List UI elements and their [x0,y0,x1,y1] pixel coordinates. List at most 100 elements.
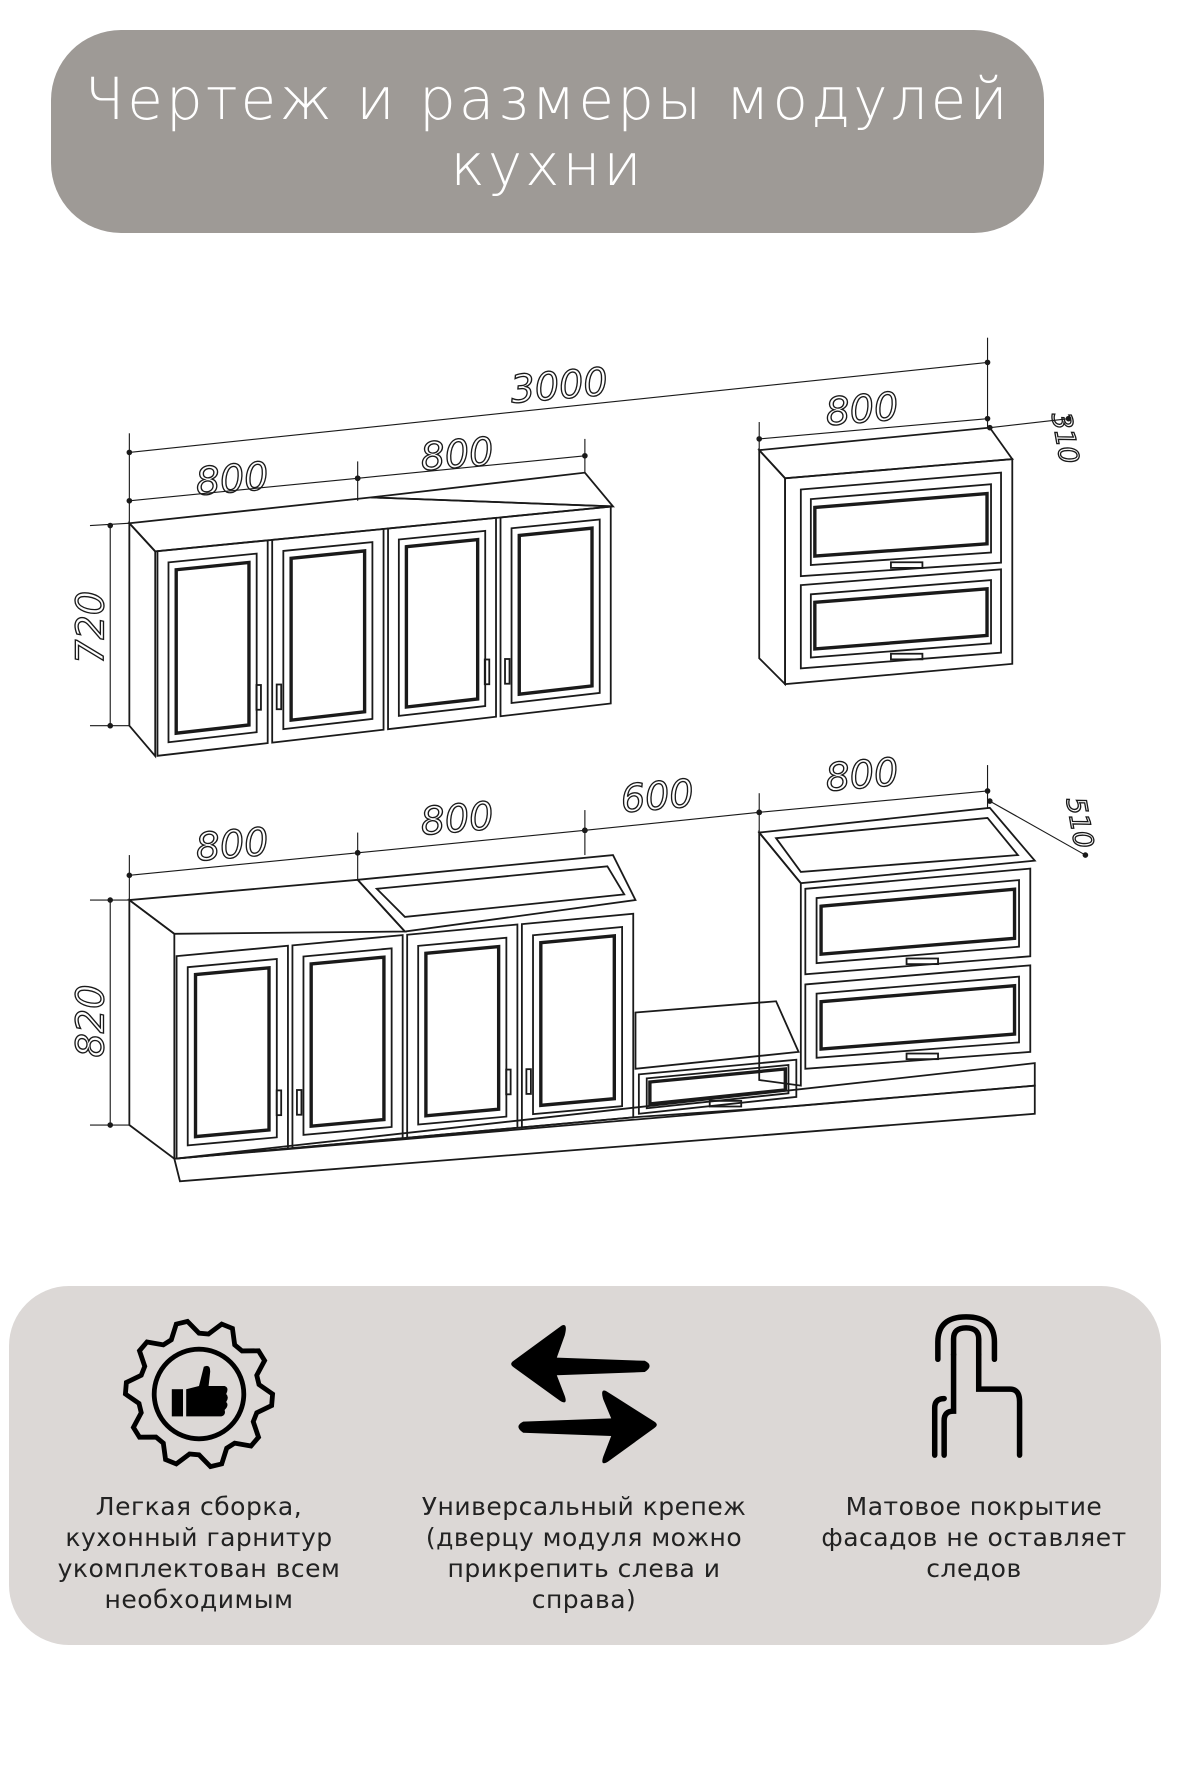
upper-door-frame [397,529,487,717]
dim-lower-depth: 510 [1059,795,1098,851]
upper-lift-door-panel [813,491,989,558]
dim-upper-height: 720 [69,591,113,664]
dim-line-l3 [584,811,760,831]
lower-left-side [128,898,176,1161]
dim-line-u3 [759,418,988,440]
lower-door-frame [532,926,624,1116]
feature-text-line: необходимым [104,1585,294,1614]
upper-left-top [127,496,614,553]
lower-drawer-frame [815,975,1020,1059]
sink-opening [374,865,626,918]
dim-upper-depth: 310 [1045,410,1084,466]
handle-icon [525,1068,532,1095]
upper-door-frame [167,552,258,744]
dim-total-width: 3000 [509,361,610,413]
upper-door-panel [289,549,367,723]
lower-right-side [758,830,802,1087]
lower-door-panel [309,955,386,1128]
lower-door-panel [424,944,501,1118]
lower-drawer [804,964,1032,1070]
upper-door-panel [404,537,480,709]
feature-text-line: Легкая сборка, [95,1492,303,1521]
sink-frame [355,854,637,933]
lower-door-panel [193,965,271,1139]
lower-door-frame [302,947,393,1136]
lower-drawer-frame [815,879,1020,965]
dim-upper-module3: 800 [824,385,901,435]
feature-text-line: укомплектован всем [57,1554,341,1583]
handle-icon [905,1052,939,1061]
upper-door-panel [517,526,594,697]
lower-door-panel [539,934,616,1108]
ext [89,522,130,527]
dim-line-ud [989,418,1069,429]
dim-arrow-icon [986,424,993,431]
lower-right-opening [774,817,1020,873]
upper-door-frame [282,541,374,731]
handle-icon [890,561,924,569]
feature-text-line: Матовое покрытие [845,1492,1103,1521]
upper-right-side [758,447,786,687]
upper-door-panel [174,560,251,736]
dim-arrow-icon [986,798,993,804]
dim-line-ld [989,800,1086,856]
upper-door [499,505,612,718]
oven-gap-floor [634,1000,800,1070]
lower-drawer-panel [819,983,1017,1051]
dim-arrow-icon [984,415,991,422]
dim-line-l2 [357,829,585,854]
upper-left-top2 [371,471,615,508]
oven-drawer-panel [648,1067,787,1106]
lower-door-frame [417,936,508,1126]
feature-text-line: следов [926,1554,1022,1583]
dim-line-total [129,361,988,453]
feature-easy-assembly: Легкая сборка, кухонный гарнитур укомпле… [19,1286,379,1614]
handle-icon [905,957,939,966]
handle-icon [296,1089,303,1116]
lower-door-frame [186,957,278,1147]
upper-lift-door [799,471,1002,578]
dim-arrow-icon [1082,852,1089,858]
features-panel: Легкая сборка, кухонный гарнитур укомпле… [9,1286,1161,1645]
upper-lift-door-frame [809,483,992,567]
oven-drawer [637,1058,798,1115]
lower-door [406,923,519,1139]
gear-thumbs-up-icon [122,1318,276,1470]
feature-text-line: (дверцу модуля можно [425,1523,743,1552]
feature-text-line: кухонный гарнитур [65,1523,333,1552]
handle-icon [275,683,283,711]
feature-text-line: прикрепить слева и справа) [447,1554,721,1614]
lower-door [175,944,289,1160]
upper-left-side [128,520,157,759]
dim-line-l1 [129,852,358,876]
dim-lower-module4: 800 [824,751,901,801]
title-line-2: кухни [450,130,645,199]
lower-door [291,934,404,1150]
page-title: Чертеж и размеры модулей кухни [51,30,1044,233]
lower-drawer-panel [819,887,1017,957]
feature-text-line: фасадов не оставляет [821,1523,1127,1552]
upper-door [271,527,385,744]
upper-door [156,539,269,757]
dim-upper-module2: 800 [419,430,496,480]
finger-touch-icon [931,1314,1023,1458]
handle-icon [504,658,511,685]
swap-arrows-icon [511,1324,657,1464]
dim-line-l4 [759,790,988,813]
title-line-1: Чертеж и размеры модулей [84,64,1011,133]
lower-left-top [126,878,407,935]
handle-icon [255,684,262,711]
lower-door [520,912,635,1129]
oven-drawer-frame [645,1063,790,1110]
dim-lower-module1: 800 [194,820,271,870]
upper-lift-door-frame [809,579,992,659]
feature-text-line: Универсальный крепеж [421,1492,747,1521]
dim-upper-module1: 800 [194,455,271,505]
upper-door-frame [510,518,601,705]
upper-lift-door-panel [813,586,989,651]
upper-lift-door [799,568,1002,670]
dim-arrow-icon [126,497,133,504]
dim-arrow-icon [1065,415,1072,422]
handle-icon [890,652,924,661]
